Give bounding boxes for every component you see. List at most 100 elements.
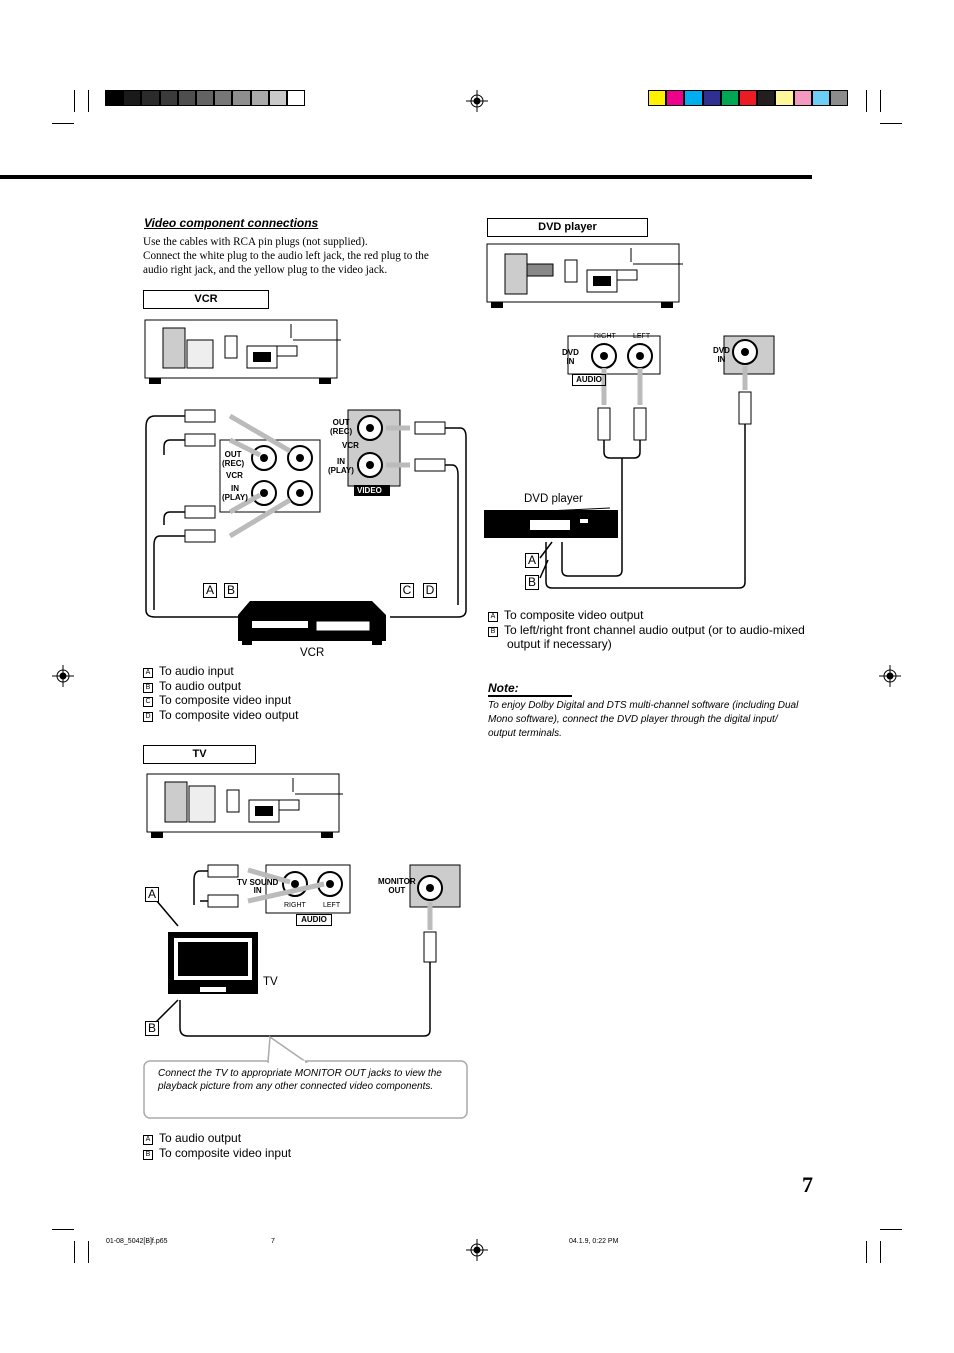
legend-letter: B (143, 1149, 153, 1160)
color-swatch (793, 90, 812, 106)
receiver-rear-panel-dvd (486, 243, 683, 308)
color-swatch (830, 90, 849, 106)
color-swatch (105, 90, 124, 106)
footer-date: 04.1.9, 0:22 PM (569, 1238, 619, 1245)
color-swatch (739, 90, 758, 106)
vcr-heading-box: VCR (143, 290, 269, 309)
color-swatch (123, 90, 142, 106)
dvd-letter-b: B (525, 575, 539, 590)
legend-text-continued: output if necessary) (507, 637, 612, 651)
top-rule (0, 175, 812, 179)
tv-letter-a: A (145, 887, 159, 902)
legend-text: To audio output (159, 678, 242, 693)
receiver-rear-panel-tv (146, 773, 343, 838)
color-swatch (214, 90, 233, 106)
vcr-letter-a: A (203, 583, 217, 598)
legend-text: To left/right front channel audio output… (504, 622, 805, 637)
color-swatch (268, 90, 287, 106)
legend-item: B To left/right front channel audio outpu… (488, 623, 818, 638)
color-swatch (141, 90, 160, 106)
color-swatch (684, 90, 703, 106)
legend-item: D To composite video output (143, 708, 298, 723)
dvd-right-label: RIGHT (594, 333, 616, 340)
vcr-video-vcr-label: VCR (342, 441, 359, 450)
receiver-rear-panel-vcr (144, 319, 341, 384)
vcr-out-rec-label: OUT (REC) (222, 450, 245, 468)
legend-text: To audio input (159, 664, 234, 678)
dvd-device-label: DVD player (524, 493, 583, 505)
vcr-out-rec-jacks (251, 445, 313, 506)
legend-item: B To audio output (143, 679, 298, 694)
dvd-heading-box: DVD player (487, 218, 648, 237)
color-swatch (177, 90, 196, 106)
color-swatch (757, 90, 776, 106)
vcr-connection-diagram (145, 409, 467, 645)
color-swatch (702, 90, 721, 106)
intro-text: Use the cables with RCA pin plugs (not s… (143, 236, 429, 276)
color-swatch (811, 90, 830, 106)
legend-letter: D (143, 711, 153, 722)
callout-frame (143, 1035, 468, 1119)
vcr-in-play-label: IN (PLAY) (222, 484, 248, 502)
note-text: To enjoy Dolby Digital and DTS multi-cha… (488, 700, 799, 739)
color-swatch (648, 90, 667, 106)
tv-sound-in-label: TV SOUND IN (237, 878, 279, 895)
legend-letter: A (143, 1135, 153, 1145)
dvd-left-label: LEFT (633, 333, 651, 340)
color-swatch (287, 90, 306, 106)
tv-right-label: RIGHT (284, 902, 306, 909)
legend-text: To audio output (159, 1131, 242, 1145)
legend-item: B To composite video input (143, 1146, 291, 1161)
legend-item: C To composite video input (143, 693, 298, 708)
tv-audio-label: AUDIO (296, 914, 332, 926)
legend-item: A To composite video output (488, 608, 818, 623)
vcr-device-label: VCR (300, 647, 325, 659)
vcr-letter-b: B (224, 583, 238, 598)
tv-heading-box: TV (143, 745, 256, 764)
color-swatch (720, 90, 739, 106)
dvd-video-in-label: DVD IN (713, 346, 730, 364)
vcr-video-in-play-label: IN (PLAY) (328, 457, 354, 475)
legend-letter: C (143, 697, 153, 707)
legend-text: To composite video input (159, 693, 292, 707)
color-swatch (775, 90, 794, 106)
legend-letter: B (143, 682, 153, 693)
note-title: Note: (488, 681, 519, 695)
legend-text: To composite video input (159, 1145, 292, 1160)
color-swatch (196, 90, 215, 106)
tv-left-label: LEFT (323, 902, 341, 909)
monitor-out-label: MONITOR OUT (378, 877, 416, 895)
dvd-letter-a: A (525, 553, 539, 568)
video-label: VIDEO (357, 486, 382, 495)
legend-text: To composite video output (504, 608, 644, 622)
color-swatch (232, 90, 251, 106)
footer-file: 01-08_5042[B]f.p65 (106, 1238, 168, 1245)
vcr-letter-c: C (400, 583, 414, 598)
tv-device-drawing (168, 932, 258, 994)
legend-text: To composite video output (159, 707, 299, 722)
section-title: Video component connections (144, 216, 319, 230)
callout-text: Connect the TV to appropriate MONITOR OU… (158, 1068, 442, 1092)
footer-page: 7 (271, 1238, 275, 1245)
legend-letter: A (143, 668, 153, 678)
tv-device-label: TV (263, 976, 278, 988)
legend-item: A To audio input (143, 664, 298, 679)
dvd-in-label: DVD IN (562, 348, 579, 366)
color-swatch (250, 90, 269, 106)
vcr-video-out-rec-label: OUT (REC) (330, 418, 353, 436)
note-rule (488, 695, 572, 697)
vcr-vcr-label: VCR (226, 471, 243, 480)
color-swatch (666, 90, 685, 106)
tv-connection-diagram (155, 864, 461, 1037)
tv-letter-b: B (145, 1021, 159, 1036)
vcr-device-drawing (238, 601, 386, 645)
legend-letter: B (488, 626, 498, 637)
legend-letter: A (488, 612, 498, 622)
color-swatch (159, 90, 178, 106)
dvd-audio-label: AUDIO (572, 374, 606, 386)
dvd-player-device-drawing (483, 507, 618, 538)
dvd-connection-diagram (483, 335, 775, 589)
